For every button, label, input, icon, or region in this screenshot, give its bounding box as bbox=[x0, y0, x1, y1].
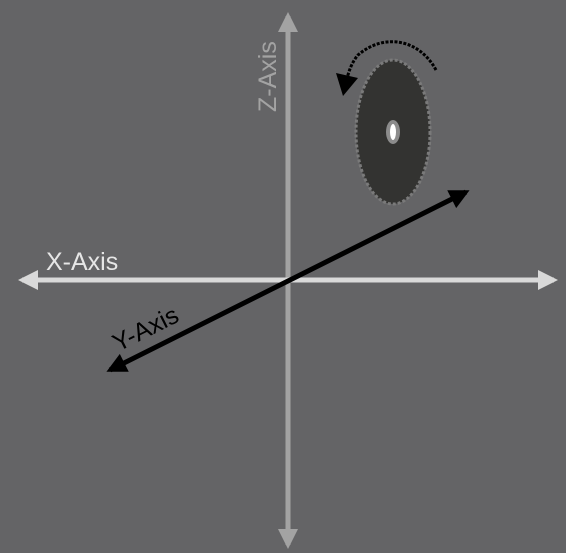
rotation-arrowhead-icon bbox=[336, 73, 358, 96]
x-axis-label: X-Axis bbox=[46, 248, 118, 276]
disc-center-dot bbox=[390, 124, 396, 140]
rotation-arrow bbox=[344, 40, 438, 85]
z-axis-label: Z-Axis bbox=[254, 41, 282, 112]
y-axis-line bbox=[106, 189, 470, 373]
y-axis-label: Y-Axis bbox=[108, 301, 183, 357]
